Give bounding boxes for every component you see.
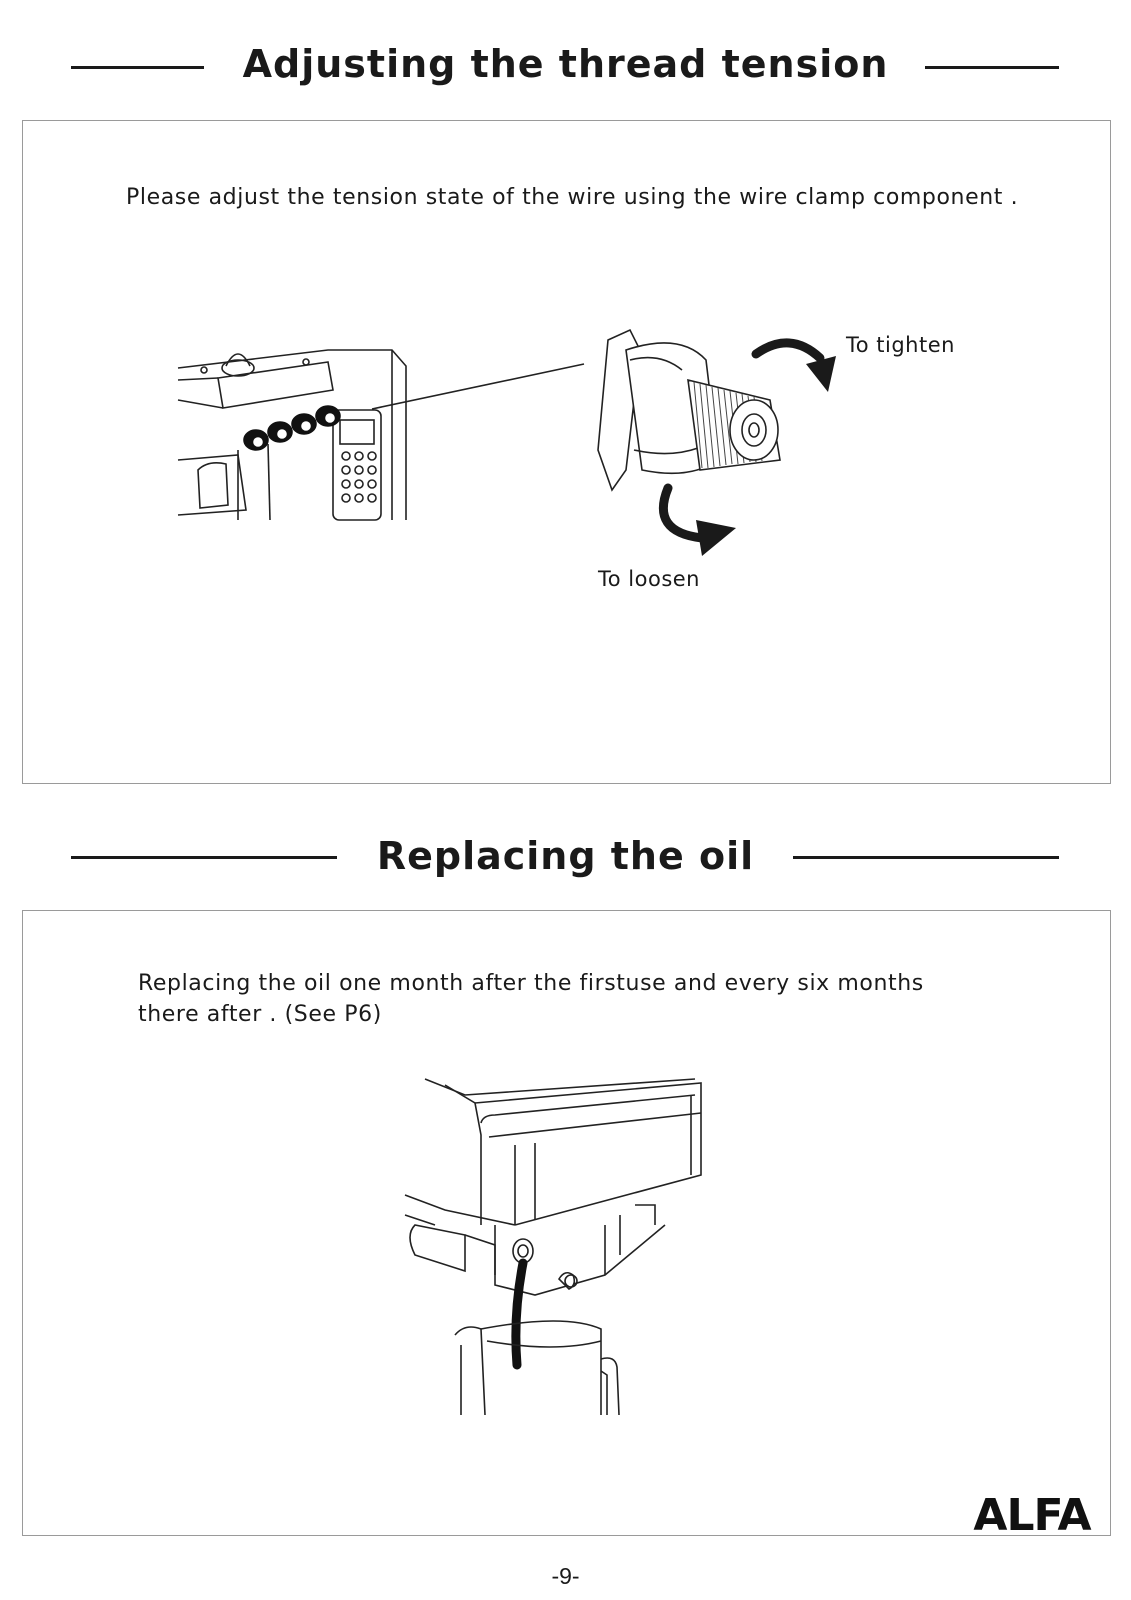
title-rule-left: [71, 856, 337, 859]
replacing-oil-panel: [22, 910, 1111, 1536]
page-number: -9-: [551, 1563, 580, 1589]
tighten-arrow: [751, 338, 836, 392]
thread-tension-panel: [22, 120, 1111, 784]
tighten-label: To tighten: [846, 333, 955, 357]
replacing-oil-instruction-line1: Replacing the oil one month after the fi…: [138, 971, 924, 996]
loosen-label: To loosen: [598, 567, 700, 591]
svg-text:ALFA: ALFA: [973, 1490, 1091, 1541]
alfa-logo: ALFA: [973, 1490, 1092, 1541]
section-title-replacing-oil: Replacing the oil: [376, 834, 755, 878]
title-rule-left: [71, 66, 204, 69]
leader-line: [371, 363, 585, 410]
title-rule-right: [925, 66, 1059, 69]
replacing-oil-instruction-line2: there after . (See P6): [138, 1002, 382, 1027]
section-title-thread-tension: Adjusting the thread tension: [242, 42, 889, 86]
title-rule-right: [793, 856, 1059, 859]
tension-knob-detail: [597, 328, 781, 492]
thread-tension-instruction: Please adjust the tension state of the w…: [126, 185, 1019, 210]
loosen-arrow: [659, 483, 736, 556]
machine-tensioner-illustration: [177, 349, 407, 521]
oil-drain-illustration: [404, 1078, 702, 1416]
